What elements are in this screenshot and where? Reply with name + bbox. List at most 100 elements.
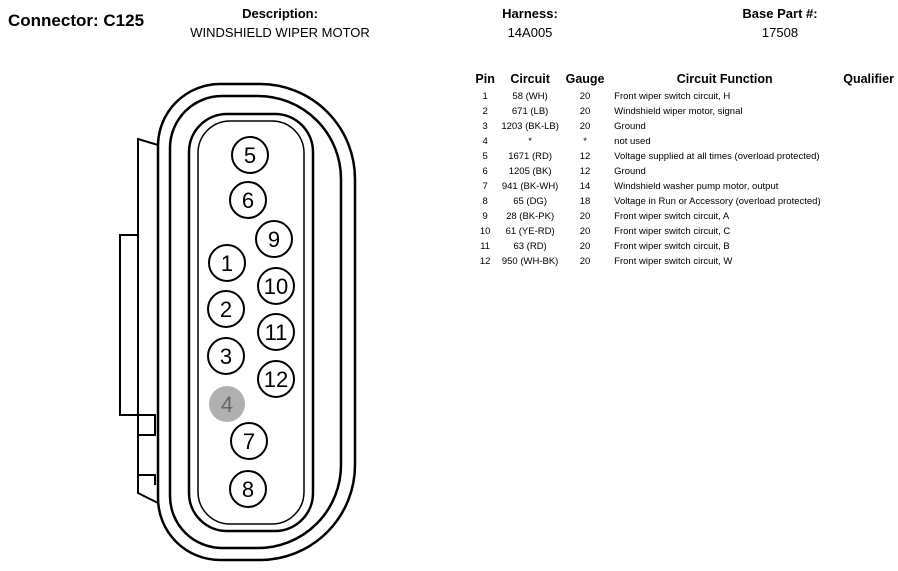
function-cell: Windshield wiper motor, signal <box>614 106 743 117</box>
connector-label: Connector: <box>8 11 99 30</box>
gauge-cell: 14 <box>579 181 591 192</box>
qualifier-cell <box>839 134 898 149</box>
pin-cell: 4 <box>482 136 488 147</box>
function-cell: Front wiper switch circuit, A <box>614 211 730 222</box>
circuit-cell: 63 (RD) <box>513 241 547 252</box>
pin-label: 7 <box>243 429 255 454</box>
qualifier-cell <box>839 119 898 134</box>
function-cell: Windshield washer pump motor, output <box>614 181 779 192</box>
pin-label: 10 <box>264 274 288 299</box>
qualifier-cell <box>839 254 898 269</box>
gauge-cell: 18 <box>579 196 591 207</box>
gauge-cell: 20 <box>579 106 591 117</box>
gauge-cell: 12 <box>579 166 591 177</box>
pin-cell: 12 <box>479 256 491 267</box>
pin-circle <box>230 422 268 460</box>
function-cell: Front wiper switch circuit, H <box>614 91 731 102</box>
function-cell: Voltage in Run or Accessory (overload pr… <box>614 196 821 207</box>
pinout-rows: 1 58 (WH) 20 Front wiper switch circuit, H 2… <box>470 89 898 269</box>
pin-circle <box>229 470 267 508</box>
latch-rib-lower <box>120 414 156 436</box>
pin-cell: 1 <box>482 91 488 102</box>
locking-latch <box>137 137 159 504</box>
pin-cell: 2 <box>482 106 488 117</box>
gauge-cell: 12 <box>579 151 591 162</box>
pin-label: 2 <box>220 297 232 322</box>
qualifier-cell <box>839 179 898 194</box>
pin-circle <box>255 220 293 258</box>
table-row: 7 941 (BK-WH) 14 Windshield washer pump mot… <box>470 179 898 194</box>
pin-label: 8 <box>242 477 254 502</box>
pin-circle <box>207 290 245 328</box>
pin-cell: 9 <box>482 211 488 222</box>
header-function: Circuit Function <box>676 72 773 86</box>
gauge-cell: 20 <box>579 226 591 237</box>
table-row: 5 1671 (RD) 12 Voltage supplied at all time… <box>470 149 898 164</box>
pin-circle <box>209 386 245 422</box>
table-row: 2 671 (LB) 20 Windshield wiper motor, signa… <box>470 104 898 119</box>
housing-middle <box>168 94 343 550</box>
pin-label: 3 <box>220 344 232 369</box>
pin-label: 9 <box>268 227 280 252</box>
pin-cell: 10 <box>479 226 491 237</box>
pin-cell: 6 <box>482 166 488 177</box>
pin-label: 11 <box>265 320 288 345</box>
pin-label: 4 <box>221 392 233 417</box>
circuit-cell: 941 (BK-WH) <box>501 181 559 192</box>
description-label: Description: <box>242 6 318 21</box>
description-block: Description: WINDSHIELD WIPER MOTOR <box>170 6 390 40</box>
circuit-cell: 61 (YE-RD) <box>505 226 555 237</box>
pin-cell: 7 <box>482 181 488 192</box>
gauge-cell: 20 <box>579 256 591 267</box>
circuit-cell: 65 (DG) <box>513 196 547 207</box>
qualifier-cell <box>839 239 898 254</box>
connector-id: C125 <box>103 11 145 30</box>
function-cell: Voltage supplied at all times (overload … <box>614 151 820 162</box>
latch-rib-top <box>119 139 139 416</box>
housing-inner <box>187 112 315 533</box>
circuit-cell: 58 (WH) <box>512 91 548 102</box>
function-cell: Ground <box>614 121 646 132</box>
connector-title: Connector: C125 <box>8 11 144 31</box>
circuit-cell: 1203 (BK-LB) <box>501 121 559 132</box>
table-row: 3 1203 (BK-LB) 20 Ground <box>470 119 898 134</box>
pin-cell: 11 <box>480 241 491 252</box>
latch-rib-bottom <box>138 474 156 485</box>
gauge-cell: 20 <box>579 121 591 132</box>
qualifier-cell <box>839 89 898 104</box>
description-value: WINDSHIELD WIPER MOTOR <box>190 25 370 40</box>
pin-label: 5 <box>244 143 256 168</box>
circuit-cell: 1205 (BK) <box>508 166 552 177</box>
table-row: 1 58 (WH) 20 Front wiper switch circuit, H <box>470 89 898 104</box>
pin-circle <box>207 337 245 375</box>
pinout-header-row: Pin Circuit Gauge Circuit Function Quali… <box>470 72 898 89</box>
qualifier-cell <box>839 194 898 209</box>
qualifier-cell <box>839 149 898 164</box>
pinout-table: Pin Circuit Gauge Circuit Function Quali… <box>470 72 898 269</box>
gauge-cell: 20 <box>579 91 591 102</box>
pin-cell: 5 <box>482 151 488 162</box>
qualifier-cell <box>839 224 898 239</box>
gauge-cell: 20 <box>579 211 591 222</box>
pin-circle <box>231 136 269 174</box>
pin-cell: 3 <box>482 121 488 132</box>
qualifier-cell <box>839 104 898 119</box>
pin-circle <box>208 244 246 282</box>
housing-inner-rim <box>197 120 305 525</box>
pin-circle <box>229 181 267 219</box>
pin-label: 1 <box>221 251 233 276</box>
pin-label: 12 <box>264 367 288 392</box>
circuit-cell: 671 (LB) <box>511 106 549 117</box>
gauge-cell: 20 <box>579 241 591 252</box>
pin-circle <box>257 313 295 351</box>
table-row: 10 61 (YE-RD) 20 Front wiper switch circuit… <box>470 224 898 239</box>
function-cell: not used <box>614 136 651 147</box>
harness-value: 14A005 <box>507 25 553 40</box>
circuit-cell: 1671 (RD) <box>508 151 553 162</box>
circuit-cell: 28 (BK-PK) <box>506 211 555 222</box>
function-cell: Front wiper switch circuit, C <box>614 226 731 237</box>
